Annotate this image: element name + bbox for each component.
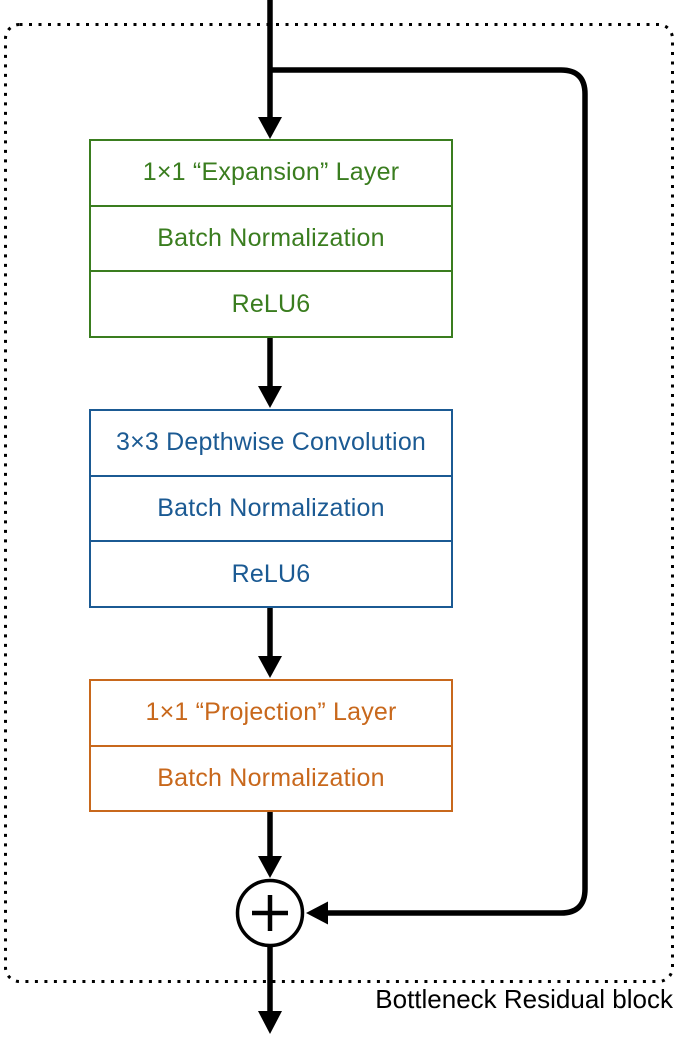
expansion-batchnorm-label: Batch Normalization [91, 204, 451, 271]
input-arrowhead [258, 117, 282, 139]
projection-batchnorm-label: Batch Normalization [91, 744, 451, 811]
expansion-layer-block: 1×1 “Expansion” Layer Batch Normalizatio… [89, 139, 453, 338]
output-arrowhead [258, 1011, 282, 1034]
projection-layer-block: 1×1 “Projection” Layer Batch Normalizati… [89, 679, 453, 812]
depthwise-layer-label: 3×3 Depthwise Convolution [115, 428, 427, 457]
diagram-caption: Bottleneck Residual block [375, 984, 673, 1014]
depthwise-relu6-label: ReLU6 [91, 540, 451, 606]
depthwise-batchnorm-label: Batch Normalization [91, 474, 451, 541]
add-merge-node [235, 878, 305, 948]
connector-depthwise-projection-arrowhead [258, 656, 282, 678]
skip-connection-arrowhead [306, 901, 328, 925]
connector-projection-add-arrowhead [258, 856, 282, 878]
skip-connection-line [270, 67, 588, 916]
connector-expansion-depthwise-arrowhead [258, 386, 282, 408]
plus-icon [252, 895, 288, 931]
expansion-layer-label: 1×1 “Expansion” Layer [142, 158, 400, 187]
projection-layer-label: 1×1 “Projection” Layer [145, 698, 397, 727]
expansion-relu6-label: ReLU6 [91, 270, 451, 336]
residual-block-dotted-border [4, 23, 674, 983]
depthwise-convolution-block: 3×3 Depthwise Convolution Batch Normaliz… [89, 409, 453, 608]
